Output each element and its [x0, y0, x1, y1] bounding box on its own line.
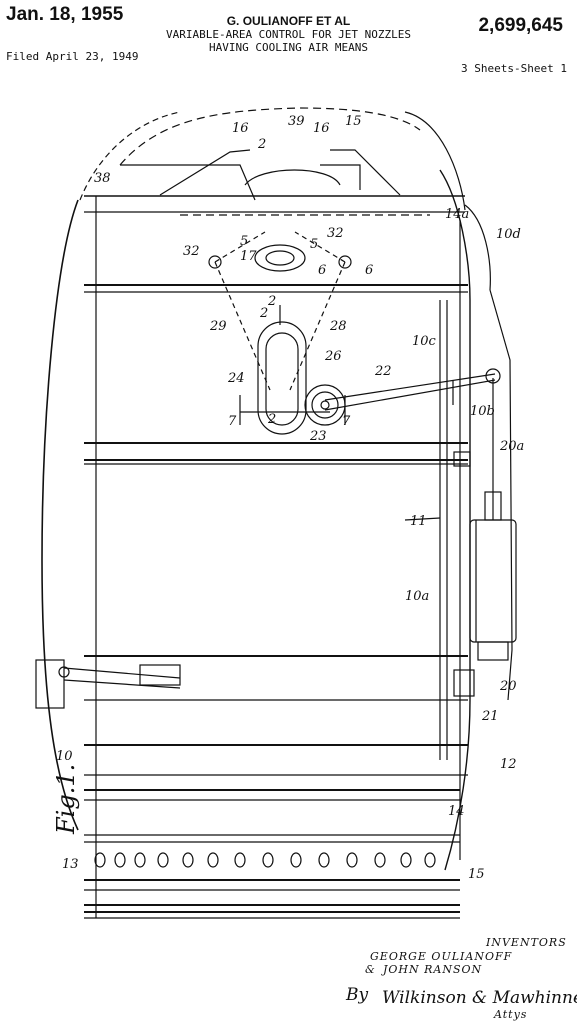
- attorney-signature: Wilkinson & Mawhinney: [382, 988, 577, 1008]
- inventor-name-1: GEORGE OULIANOFF: [370, 950, 512, 963]
- sheet-count: 3 Sheets-Sheet 1: [461, 62, 567, 75]
- ref-16: 16: [313, 121, 330, 136]
- ref-11: 11: [410, 514, 427, 529]
- inventors-heading: INVENTORS: [485, 936, 567, 949]
- nozzle-right-contour: [439, 169, 471, 871]
- inventor-names-header: G. OULIANOFF ET AL: [226, 14, 351, 28]
- ref-21: 21: [481, 709, 499, 724]
- cooling-hole-row: [94, 852, 436, 868]
- patent-date: Jan. 18, 1955: [6, 4, 124, 25]
- ref-39: 38: [94, 171, 111, 186]
- ref-12: 12: [500, 757, 517, 772]
- ref-26: 24: [227, 371, 245, 386]
- ref-7: 7: [228, 414, 237, 429]
- nozzle-left-contour: [41, 199, 79, 831]
- ref-14a: 14a: [445, 207, 469, 222]
- ref-10a: 10a: [405, 589, 429, 604]
- ref-28: 28: [329, 319, 347, 334]
- patent-title-line-1: VARIABLE-AREA CONTROL FOR JET NOZZLES: [165, 28, 412, 41]
- ref-16: 16: [232, 121, 249, 136]
- ref-7: 7: [342, 414, 351, 429]
- ref-32: 32: [183, 244, 200, 259]
- ref-38: 39: [288, 114, 305, 129]
- ref-22: 22: [374, 364, 392, 379]
- patent-title-line-2: HAVING COOLING AIR MEANS: [209, 41, 368, 54]
- ref-20: 20: [499, 679, 517, 694]
- ref-2: 2: [267, 294, 276, 309]
- ref-2: 2: [257, 137, 266, 152]
- ref-2: 2: [267, 412, 276, 427]
- ref-32: 32: [327, 226, 344, 241]
- ref-5: 5: [310, 237, 318, 252]
- inventor-name-2: JOHN RANSON: [381, 963, 482, 976]
- ref-23: 23: [309, 429, 327, 444]
- ref-17: 17: [240, 249, 257, 264]
- filed-date: Filed April 23, 1949: [6, 50, 139, 63]
- ref-13: 13: [62, 857, 79, 872]
- patent-number: 2,699,645: [478, 15, 563, 36]
- ref-6: 6: [318, 263, 326, 278]
- ref-14: 14: [448, 804, 465, 819]
- ref-15: 15: [468, 867, 485, 882]
- ampersand: &: [365, 963, 376, 976]
- ref-10b: 10b: [470, 404, 495, 419]
- ref-24: 26: [324, 349, 342, 364]
- ref-2: 2: [259, 306, 268, 321]
- attys-label: Attys: [493, 1008, 527, 1021]
- ref-5: 5: [240, 234, 248, 249]
- ref-20a: 20a: [499, 439, 524, 454]
- ref-10: 10: [56, 749, 73, 764]
- ref-10d: 10d: [496, 227, 521, 242]
- ref-15: 15: [345, 114, 362, 129]
- ref-10c: 10c: [412, 334, 437, 349]
- ref-29: 29: [209, 319, 227, 334]
- ref-6: 6: [365, 263, 373, 278]
- figure-label: Fig.1.: [52, 764, 80, 835]
- by-label: By: [345, 985, 368, 1005]
